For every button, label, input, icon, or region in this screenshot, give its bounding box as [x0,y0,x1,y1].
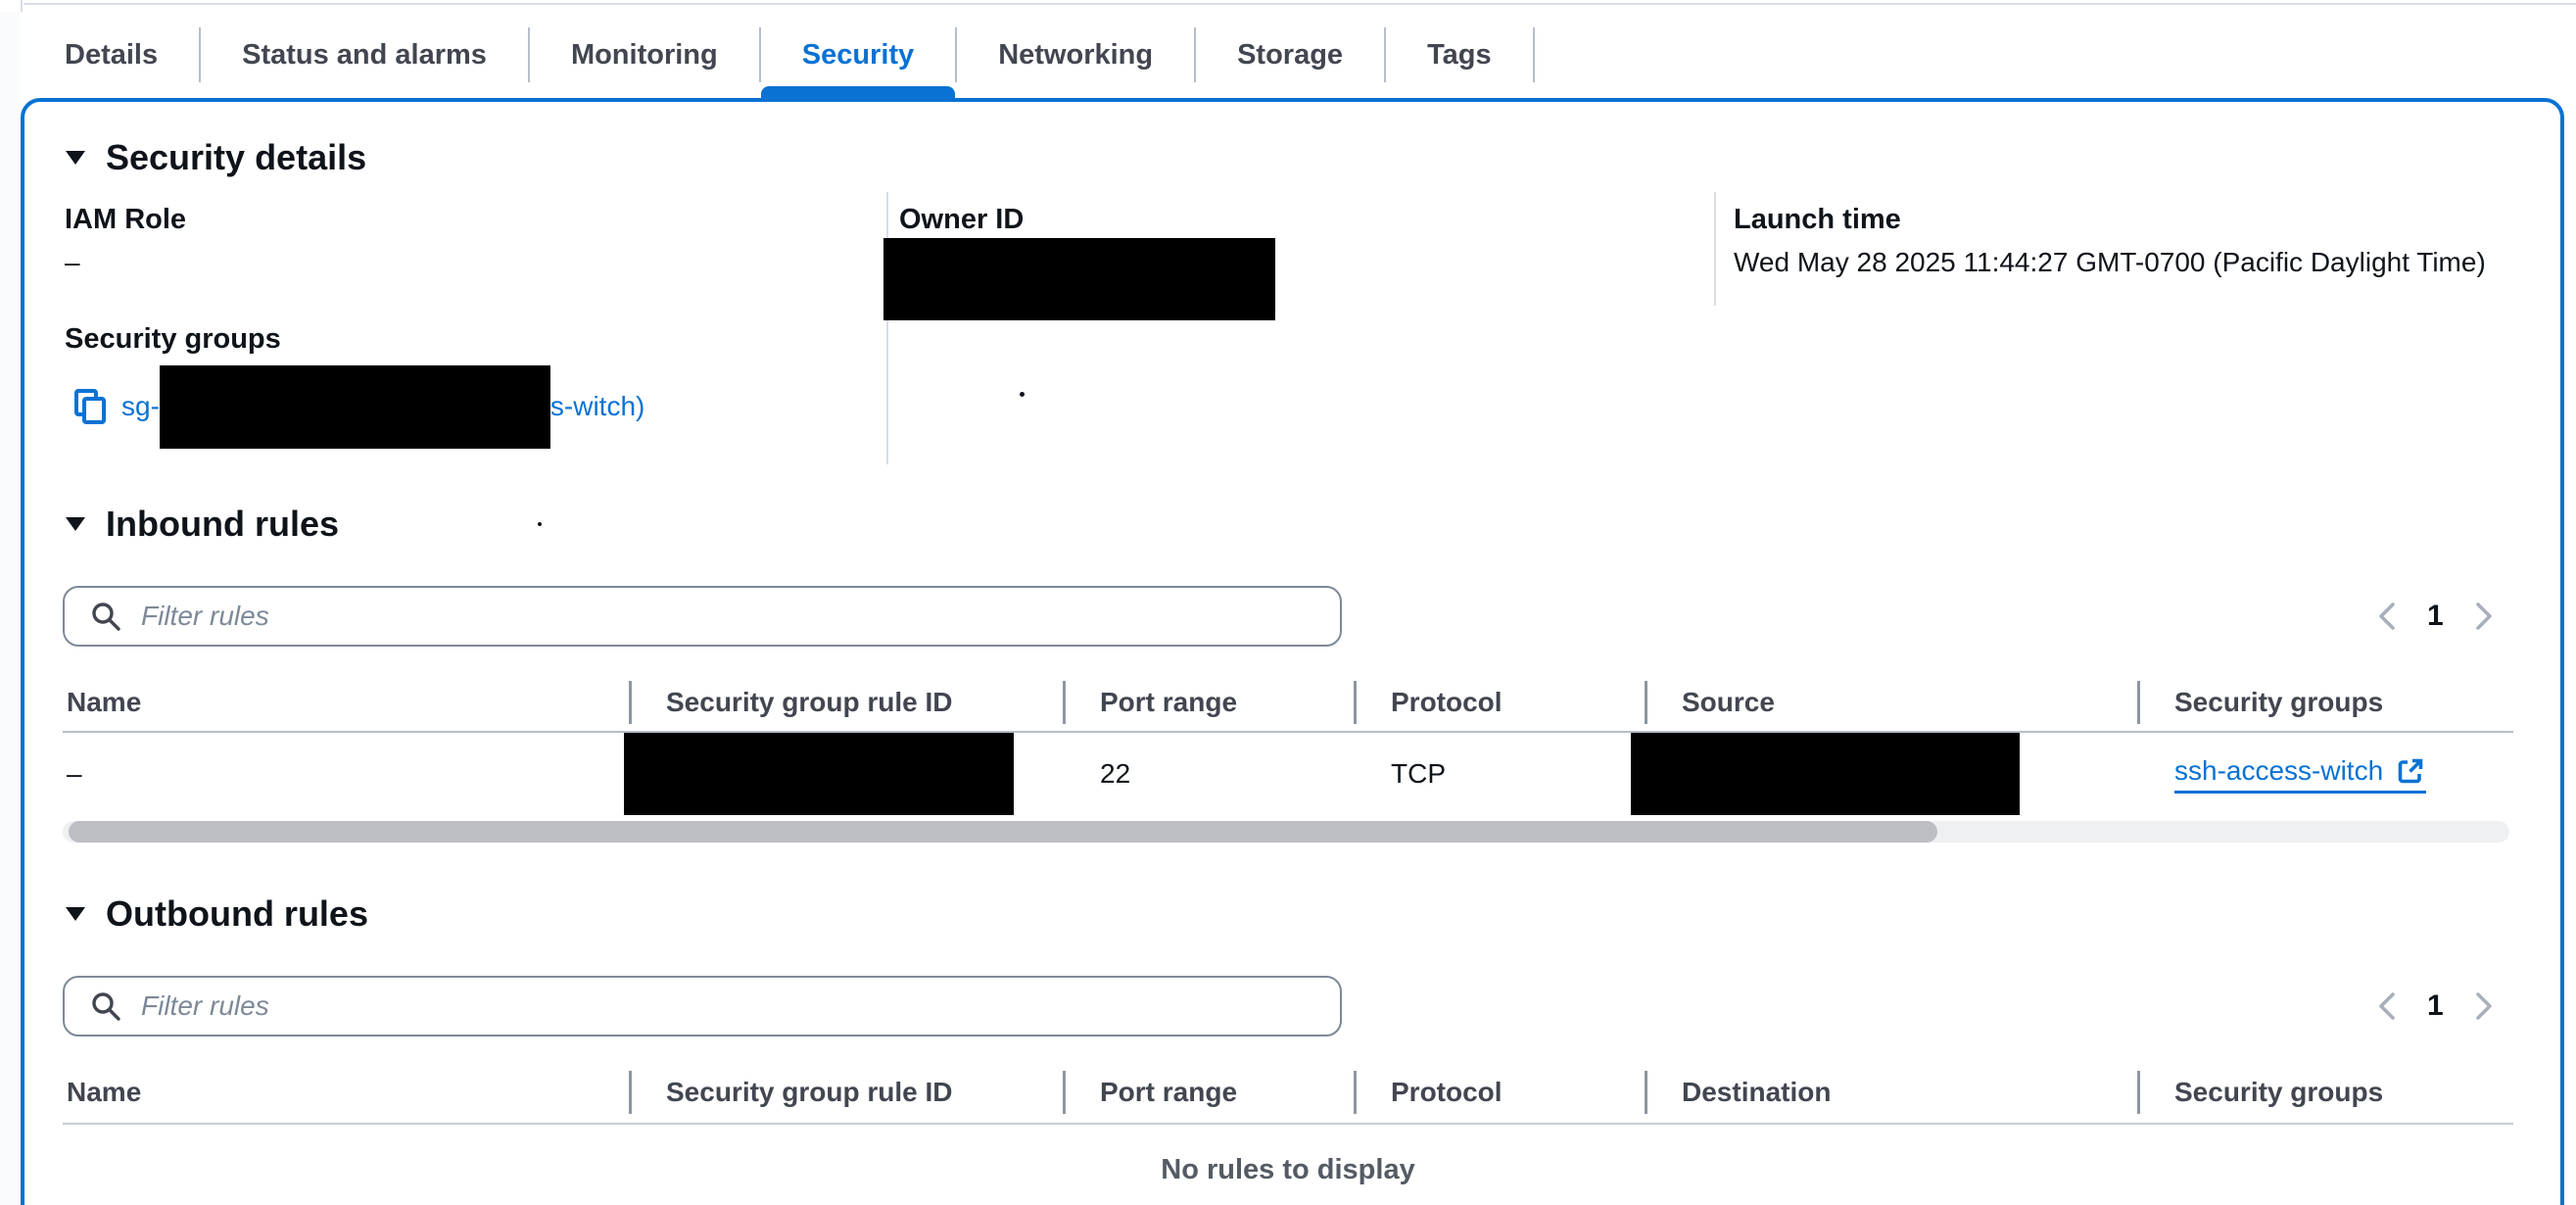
column-header-name: Name [67,1077,142,1107]
details-column-divider [1714,192,1716,306]
security-details-section-toggle[interactable]: Security details [65,137,366,178]
search-icon [92,992,120,1021]
iam-role-value: – [65,247,80,277]
inbound-filter-input[interactable] [63,586,1342,647]
top-left-border-line [21,0,23,12]
security-group-link-suffix[interactable]: s-witch) [549,391,645,421]
column-header-rule-id: Security group rule ID [629,1062,1063,1123]
launch-time-value: Wed May 28 2025 11:44:27 GMT-0700 (Pacif… [1734,247,2486,277]
triangle-down-icon [66,151,85,165]
tab-divider [1194,27,1197,82]
column-header-security-groups: Security groups [2137,674,2513,731]
instance-detail-tabs: Details Status and alarms Monitoring Sec… [24,10,1535,100]
column-header-name: Name [67,687,142,717]
outbound-pagination: 1 [2374,976,2497,1036]
artifact-dot [538,522,542,526]
chevron-right-icon [2475,602,2492,630]
source-redacted [1631,733,2020,815]
tab-divider [758,27,761,82]
chevron-left-icon [2379,992,2395,1020]
tab-divider [955,27,958,82]
tab-status-and-alarms[interactable]: Status and alarms [242,38,487,71]
column-header-destination: Destination [1645,1062,2137,1123]
security-group-id-redacted [159,364,550,449]
column-header-protocol: Protocol [1354,674,1645,731]
search-icon [92,602,120,631]
outbound-rules-section-toggle[interactable]: Outbound rules [65,893,368,935]
tab-divider [1384,27,1387,82]
tab-tags[interactable]: Tags [1427,38,1492,71]
inbound-pagination: 1 [2374,586,2497,647]
tab-monitoring[interactable]: Monitoring [570,38,718,71]
triangle-down-icon [66,517,85,531]
column-header-source: Source [1645,674,2137,731]
tab-storage[interactable]: Storage [1237,38,1344,71]
previous-page-button[interactable] [2374,990,2400,1022]
tab-security[interactable]: Security [760,10,956,100]
column-header-port-range: Port range [1063,1062,1354,1123]
launch-time-label: Launch time [1734,204,1901,235]
no-rules-message: No rules to display [1161,1154,1415,1185]
port-range-cell: 22 [1100,758,1131,789]
outbound-rules-title: Outbound rules [106,893,368,934]
security-group-external-link[interactable]: ssh-access-witch [2174,755,2427,794]
current-page-number[interactable]: 1 [2427,989,2444,1022]
inbound-table-header: Name Security group rule ID Port range P… [63,674,2513,733]
tab-details[interactable]: Details [65,38,159,71]
chevron-left-icon [2379,602,2395,630]
iam-role-label: IAM Role [65,204,187,235]
next-page-button[interactable] [2471,601,2497,632]
tab-divider [1532,27,1535,82]
chevron-right-icon [2475,992,2492,1020]
inbound-rules-title: Inbound rules [106,504,339,544]
inbound-rule-row: – 22 TCP ssh-access-witch [63,733,2513,815]
column-header-protocol: Protocol [1354,1062,1645,1123]
current-page-number[interactable]: 1 [2427,600,2444,632]
tab-divider [527,27,530,82]
inbound-rules-section-toggle[interactable]: Inbound rules [65,504,339,545]
column-header-port-range: Port range [1063,674,1354,731]
security-groups-cell: ssh-access-witch [2137,733,2513,815]
security-group-link[interactable]: sg- [121,391,160,421]
protocol-cell: TCP [1391,758,1446,789]
security-groups-label: Security groups [65,323,281,355]
copy-icon[interactable] [72,387,108,426]
rule-id-redacted [624,733,1014,815]
outbound-table-header: Name Security group rule ID Port range P… [63,1062,2513,1125]
tab-divider [199,27,202,82]
outbound-filter [63,976,1342,1036]
triangle-down-icon [66,907,85,921]
top-border-line [24,3,2576,5]
owner-id-redacted-value [883,238,1275,320]
artifact-dot [1020,392,1025,397]
inbound-filter [63,586,1342,647]
external-link-icon [2398,758,2423,783]
column-header-rule-id: Security group rule ID [629,674,1063,731]
outbound-filter-input[interactable] [63,976,1342,1036]
rule-name-cell: – [67,758,82,789]
owner-id-label: Owner ID [899,204,1025,235]
security-details-title: Security details [106,137,367,177]
page-gutter [0,12,21,1205]
details-column-divider [886,192,888,464]
tab-networking[interactable]: Networking [998,38,1154,71]
security-group-entry: sg- s-witch) [65,364,644,449]
next-page-button[interactable] [2471,990,2497,1022]
horizontal-scrollbar-thumb[interactable] [69,821,1937,843]
column-header-security-groups: Security groups [2137,1062,2513,1123]
previous-page-button[interactable] [2374,601,2400,632]
